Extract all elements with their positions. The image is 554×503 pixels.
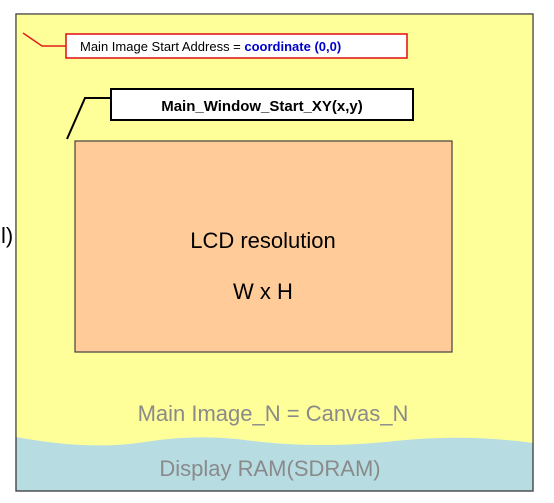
display-ram-label: Display RAM(SDRAM) bbox=[159, 456, 380, 481]
start-address-text: Main Image Start Address = coordinate (0… bbox=[80, 39, 341, 54]
start-address-prefix: Main Image Start Address = bbox=[80, 39, 244, 54]
lcd-dimensions-label: W x H bbox=[233, 279, 293, 304]
lcd-resolution-label: LCD resolution bbox=[190, 228, 336, 253]
start-address-coordinate: coordinate (0,0) bbox=[244, 39, 341, 54]
start-address-leader bbox=[22, 32, 66, 47]
start-address-callout bbox=[65, 33, 408, 59]
lcd-window bbox=[74, 140, 453, 353]
canvas-label: Main Image_N = Canvas_N bbox=[138, 401, 409, 426]
window-start-callout bbox=[110, 88, 414, 121]
window-start-leader bbox=[66, 97, 111, 140]
display-ram-border bbox=[15, 13, 534, 492]
window-start-label: Main_Window_Start_XY(x,y) bbox=[161, 98, 363, 115]
left-edge-fragment: l) bbox=[1, 223, 13, 248]
